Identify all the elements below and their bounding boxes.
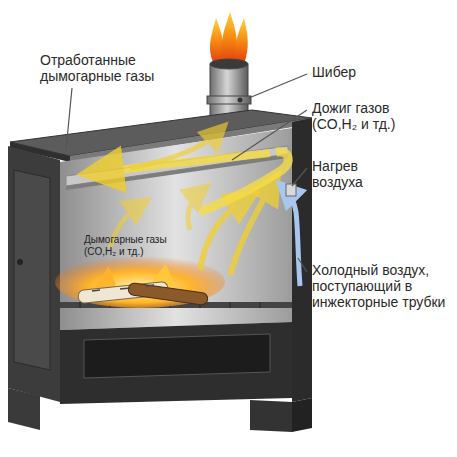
exhaust-gas-label: Отработанные дымогарные газы: [40, 52, 165, 84]
cold-air-label: Холодный воздух, поступающий в инжекторн…: [312, 262, 450, 310]
air-heating-label: Нагрев воздуха: [312, 158, 387, 190]
flue-gas-label: Дымогарные газы (CO,H₂ и тд.): [84, 234, 184, 257]
afterburn-label: Дожиг газов (CO,H₂ и тд.): [312, 100, 424, 132]
damper-label: Шибер: [312, 64, 452, 80]
